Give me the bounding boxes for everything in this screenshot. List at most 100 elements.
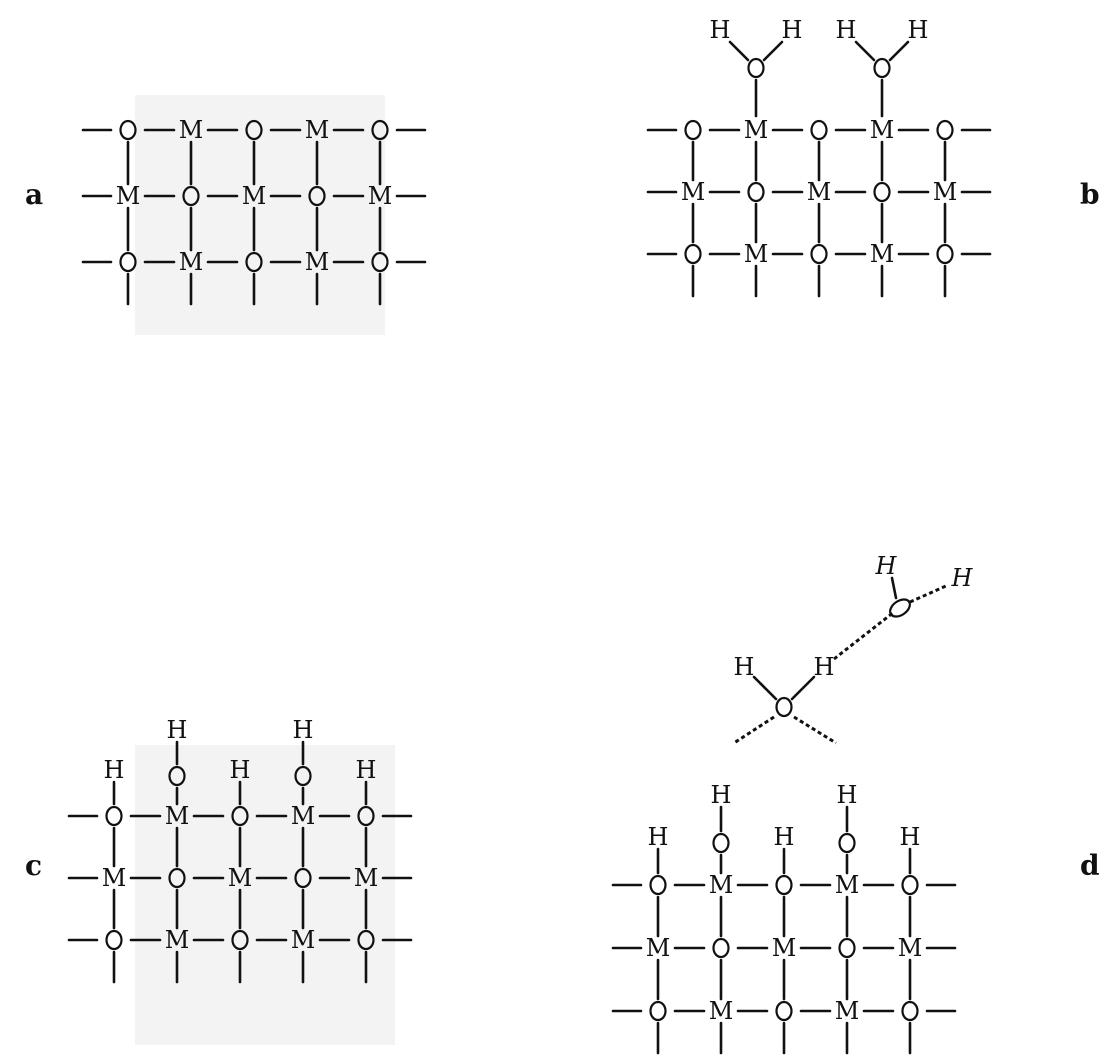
hydrogen-atom: H — [814, 653, 835, 681]
metal-atom: M — [933, 178, 958, 206]
panel-label-c: c — [25, 849, 42, 882]
metal-atom: M — [305, 116, 330, 144]
oxygen-atom — [838, 832, 856, 854]
oxygen-atom — [936, 119, 954, 141]
metal-atom: M — [179, 248, 204, 276]
oxygen-atom — [182, 185, 200, 207]
oxygen-atom — [357, 805, 375, 827]
oxygen-atom — [775, 1000, 793, 1022]
bond-line — [790, 675, 816, 701]
hydrogen-atom: H — [167, 716, 188, 744]
hydrogen-atom: H — [734, 653, 755, 681]
metal-atom: M — [807, 178, 832, 206]
hydrogen-bond — [909, 584, 947, 604]
bond-line — [762, 40, 784, 62]
hydrogen-atom: H — [648, 823, 669, 851]
oxygen-atom — [889, 598, 911, 618]
oxygen-atom — [231, 805, 249, 827]
hydrogen-atom: H — [711, 781, 732, 809]
hydrogen-bond — [793, 715, 837, 745]
hydrogen-atom: H — [837, 781, 858, 809]
oxygen-atom — [775, 874, 793, 896]
oxygen-atom — [775, 696, 793, 718]
oxygen-atom — [119, 119, 137, 141]
oxygen-atom — [294, 867, 312, 889]
hydrogen-atom: H — [356, 756, 377, 784]
metal-atom: M — [898, 934, 923, 962]
hydrogen-atom: H — [900, 823, 921, 851]
hydrogen-atom: H — [908, 16, 929, 44]
metal-atom: M — [681, 178, 706, 206]
metal-atom: M — [772, 934, 797, 962]
metal-atom: M — [242, 182, 267, 210]
metal-atom: M — [744, 116, 769, 144]
metal-atom: M — [179, 116, 204, 144]
metal-atom: M — [165, 802, 190, 830]
metal-atom: M — [354, 864, 379, 892]
hydrogen-atom: H — [774, 823, 795, 851]
oxygen-atom — [873, 181, 891, 203]
oxygen-atom — [105, 929, 123, 951]
oxygen-atom — [838, 937, 856, 959]
metal-atom: M — [228, 864, 253, 892]
hydrogen-atom: H — [710, 16, 731, 44]
hydrogen-bond — [833, 610, 895, 661]
hydrogen-atom: H — [782, 16, 803, 44]
oxygen-atom — [810, 243, 828, 265]
oxygen-atom — [901, 1000, 919, 1022]
oxygen-atom — [936, 243, 954, 265]
metal-atom: M — [102, 864, 127, 892]
metal-atom: M — [116, 182, 141, 210]
panel-d-lattice: OMOMOMOMOMOMOMOHHHOHOHOHHHH — [611, 552, 974, 1055]
oxygen-atom — [168, 765, 186, 787]
bond-line — [752, 675, 778, 701]
hydrogen-atom: H — [104, 756, 125, 784]
metal-atom: M — [305, 248, 330, 276]
oxygen-atom — [747, 57, 765, 79]
oxygen-atom — [873, 57, 891, 79]
bond-line — [854, 40, 876, 62]
metal-atom: M — [870, 116, 895, 144]
panel-a-lattice: OMOMOMOMOMOMOMO — [81, 116, 427, 306]
panel-b-lattice: OMOMOMOMOMOMOMOOHHOHH — [646, 16, 992, 298]
oxygen-atom — [712, 937, 730, 959]
oxygen-atom — [712, 832, 730, 854]
metal-atom: M — [709, 997, 734, 1025]
oxygen-atom — [747, 181, 765, 203]
metal-atom: M — [368, 182, 393, 210]
hydrogen-atom: H — [293, 716, 314, 744]
oxygen-atom — [371, 119, 389, 141]
oxygen-atom — [245, 119, 263, 141]
metal-atom: M — [291, 926, 316, 954]
metal-atom: M — [870, 240, 895, 268]
oxygen-atom — [901, 874, 919, 896]
oxygen-atom — [649, 1000, 667, 1022]
bond-line — [890, 576, 898, 600]
oxygen-atom — [649, 874, 667, 896]
panel-label-d: d — [1080, 849, 1100, 882]
metal-atom: M — [744, 240, 769, 268]
panel-c-lattice: OMOMOMOMOMOMOMOHHHOHOH — [67, 716, 413, 984]
scan-shadow — [135, 745, 395, 1045]
metal-atom: M — [835, 997, 860, 1025]
metal-atom: M — [709, 871, 734, 899]
oxygen-atom — [168, 867, 186, 889]
metal-atom: M — [291, 802, 316, 830]
panel-label-a: a — [25, 178, 43, 211]
hydrogen-atom: H — [836, 16, 857, 44]
oxygen-atom — [245, 251, 263, 273]
oxygen-atom — [357, 929, 375, 951]
oxygen-atom — [684, 243, 702, 265]
hydrogen-atom: H — [875, 552, 898, 580]
oxygen-atom — [308, 185, 326, 207]
oxygen-atom — [684, 119, 702, 141]
hydrogen-atom: H — [230, 756, 251, 784]
oxygen-atom — [810, 119, 828, 141]
bond-line — [888, 40, 910, 62]
metal-atom: M — [646, 934, 671, 962]
oxygen-atom — [119, 251, 137, 273]
oxygen-atom — [371, 251, 389, 273]
hydrogen-atom: H — [951, 564, 974, 592]
oxygen-atom — [294, 765, 312, 787]
oxygen-atom — [105, 805, 123, 827]
